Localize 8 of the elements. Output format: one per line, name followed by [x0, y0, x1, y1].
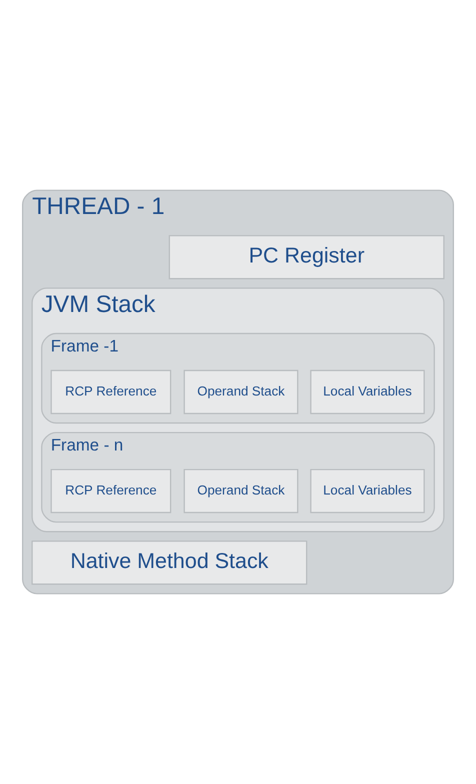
node-box: PC Register: [168, 235, 444, 280]
node-box: RCP Reference: [50, 468, 172, 514]
node-box: Local Variables: [310, 468, 425, 514]
node-box: Native Method Stack: [32, 540, 308, 585]
node-box: RCP Reference: [50, 370, 172, 414]
node-box: Operand Stack: [184, 370, 298, 414]
node-box: Operand Stack: [184, 468, 298, 514]
node-box: Local Variables: [310, 370, 425, 414]
